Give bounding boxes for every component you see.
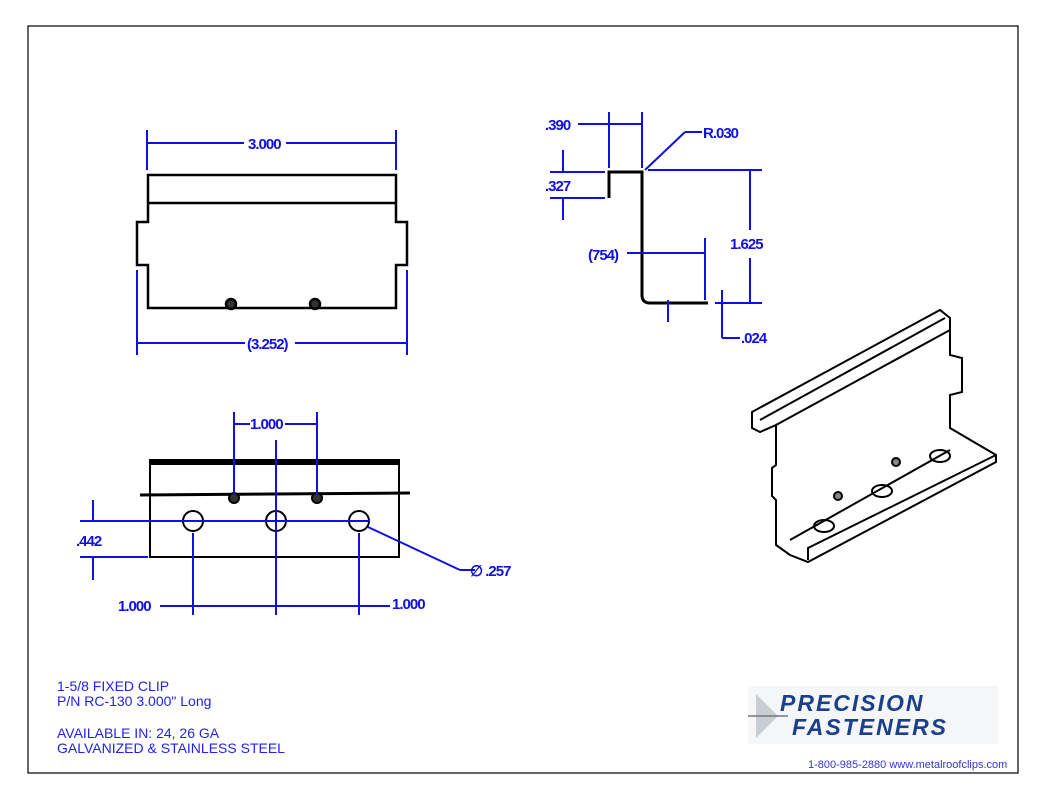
dim-right-spacing: 1.000: [392, 596, 425, 613]
profile-view: [607, 170, 708, 305]
top-view-dims: [136, 130, 408, 355]
dim-radius: R.030: [703, 125, 739, 142]
dim-top-width: 3.000: [248, 136, 281, 153]
dim-left-spacing: 1.000: [118, 598, 151, 615]
profile-dims: [550, 112, 762, 339]
dim-hole-spacing: 1.000: [250, 416, 283, 433]
dim-height: 1.625: [730, 236, 763, 253]
dim-base: (754): [588, 247, 619, 264]
dim-lip: .327: [545, 178, 571, 195]
dim-flange-top: .390: [545, 117, 571, 134]
contact-info[interactable]: 1-800-985-2880 www.metalroofclips.com: [808, 759, 1008, 771]
part-name: 1-5/8 FIXED CLIP: [57, 678, 170, 694]
isometric-view: [751, 308, 997, 564]
logo-line2: FASTENERS: [792, 714, 949, 740]
part-number: P/N RC-130 3.000" Long: [57, 693, 212, 709]
dim-overall-width: (3.252): [247, 336, 289, 353]
logo-arrow-icon: [748, 694, 788, 738]
dim-thickness: .024: [741, 330, 768, 347]
logo-line1: PRECISION: [780, 690, 925, 716]
top-view: [135, 173, 409, 311]
company-logo: PRECISION FASTENERS: [748, 686, 998, 744]
material: GALVANIZED & STAINLESS STEEL: [57, 740, 285, 756]
dim-hole-height: .442: [76, 533, 102, 550]
availability: AVAILABLE IN: 24, 26 GA: [57, 725, 220, 741]
dim-hole-diameter: ∅ .257: [470, 563, 511, 580]
sheet-border: [27, 25, 1019, 774]
front-view-dims: [80, 412, 475, 615]
